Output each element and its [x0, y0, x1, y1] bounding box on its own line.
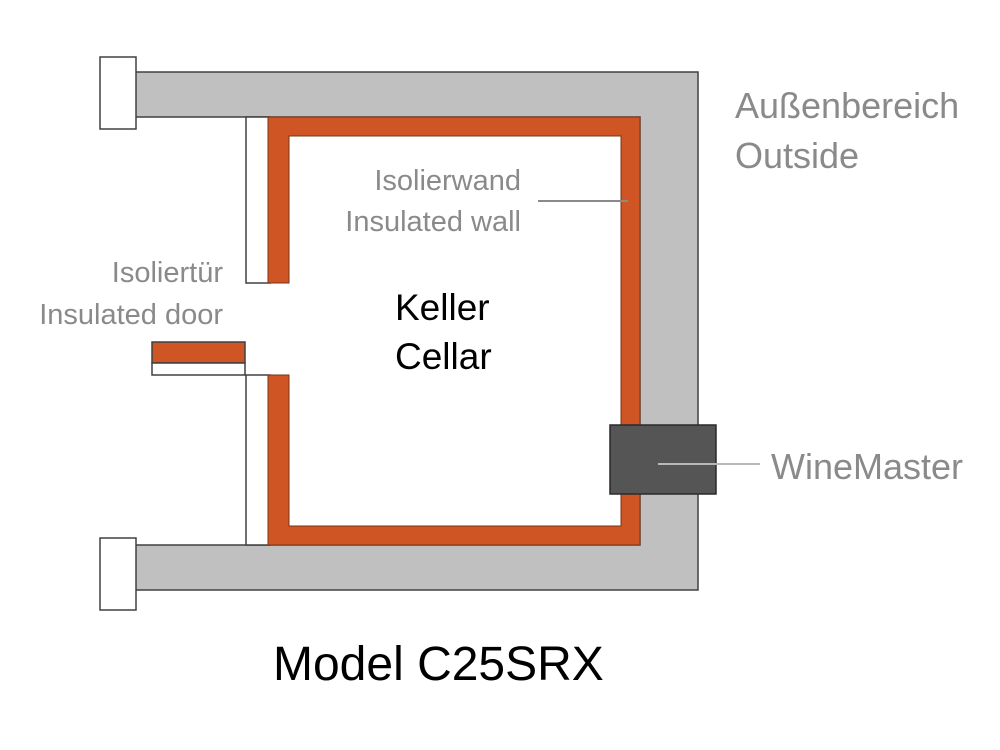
outside-label-de: Außenbereich [735, 85, 960, 126]
model-caption: Model C25SRX [273, 638, 604, 691]
wall-label-en: Insulated wall [345, 206, 521, 238]
cellar-label-en: Cellar [395, 336, 492, 377]
insulated-wall-outline [267, 116, 641, 546]
cellar-label-de: Keller [395, 287, 490, 328]
door-frame [245, 116, 271, 546]
door-label-en: Insulated door [39, 299, 223, 331]
masonry-wall [109, 71, 699, 591]
winemaster-unit [609, 424, 717, 495]
insulated-door [151, 341, 246, 376]
door-label-de: Isoliertür [111, 257, 223, 289]
outside-label-en: Outside [735, 135, 860, 176]
winemaster-label: WineMaster [771, 446, 964, 487]
wall-end-brackets [99, 56, 137, 611]
wall-label-de: Isolierwand [374, 165, 521, 197]
